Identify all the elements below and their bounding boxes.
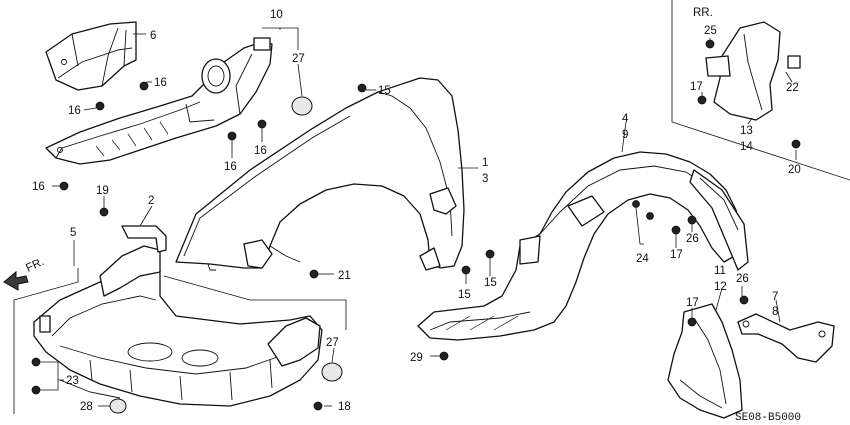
- grommet-27-upper: [291, 96, 313, 116]
- bracket-7-8: [737, 313, 835, 363]
- callout-7: 7: [772, 291, 778, 303]
- callout-26a: 26: [686, 233, 699, 245]
- callout-4: 4: [622, 113, 629, 125]
- callout-16c: 16: [224, 161, 237, 173]
- callout-15c: 15: [484, 277, 497, 289]
- rear-label: RR.: [693, 7, 713, 19]
- callout-22: 22: [786, 82, 799, 94]
- callout-17a: 17: [670, 249, 683, 261]
- callout-2: 2: [148, 195, 154, 207]
- rear-mudflap: [705, 21, 781, 121]
- callout-10: 10: [270, 9, 283, 21]
- leader-lines: [13, 27, 797, 414]
- callout-20: 20: [788, 164, 801, 176]
- lower-under-cover: [33, 245, 323, 407]
- callout-21: 21: [338, 270, 351, 282]
- callout-19: 19: [96, 185, 109, 197]
- front-splash-panel: [45, 37, 273, 165]
- splash-shield-upper: [45, 21, 137, 91]
- callout-23: 23: [66, 375, 79, 387]
- callout-5: 5: [70, 227, 76, 239]
- callout-26b: 26: [736, 273, 749, 285]
- callout-12: 12: [714, 281, 727, 293]
- callout-9: 9: [622, 129, 628, 141]
- grommet-27-lower: [321, 362, 343, 382]
- callout-24: 24: [636, 253, 649, 265]
- callout-15b: 15: [458, 289, 471, 301]
- mudguard-front: [667, 303, 743, 419]
- inner-fender-liner: [417, 151, 749, 341]
- callout-16b: 16: [68, 105, 81, 117]
- callout-11: 11: [714, 265, 726, 277]
- callout-17b: 17: [686, 297, 699, 309]
- callout-25: 25: [704, 25, 717, 37]
- front-direction-arrow: FR.: [3, 256, 46, 291]
- callout-16a: 16: [154, 77, 167, 89]
- callout-27a: 27: [292, 53, 305, 65]
- callout-14: 14: [740, 141, 753, 153]
- callout-8: 8: [772, 306, 778, 318]
- clip-22: [787, 55, 801, 69]
- callout-29: 29: [410, 352, 423, 364]
- callout-27b: 27: [326, 337, 339, 349]
- callout-1: 1: [482, 157, 488, 169]
- callout-28: 28: [80, 401, 93, 413]
- front-fender: [175, 77, 465, 271]
- callout-6: 6: [150, 30, 156, 42]
- callout-16e: 16: [32, 181, 45, 193]
- callout-17c: 17: [690, 81, 703, 93]
- callout-18: 18: [338, 401, 351, 413]
- callout-3: 3: [482, 173, 488, 185]
- diagram-code: SE08-B5000: [735, 412, 801, 424]
- callout-15a: 15: [378, 85, 391, 97]
- bracket-2: [121, 225, 167, 253]
- plug-28: [109, 398, 127, 414]
- front-label: FR.: [24, 256, 46, 275]
- rear-inset-frame: [671, 0, 850, 181]
- callout-16d: 16: [254, 145, 267, 157]
- callout-13: 13: [740, 125, 753, 137]
